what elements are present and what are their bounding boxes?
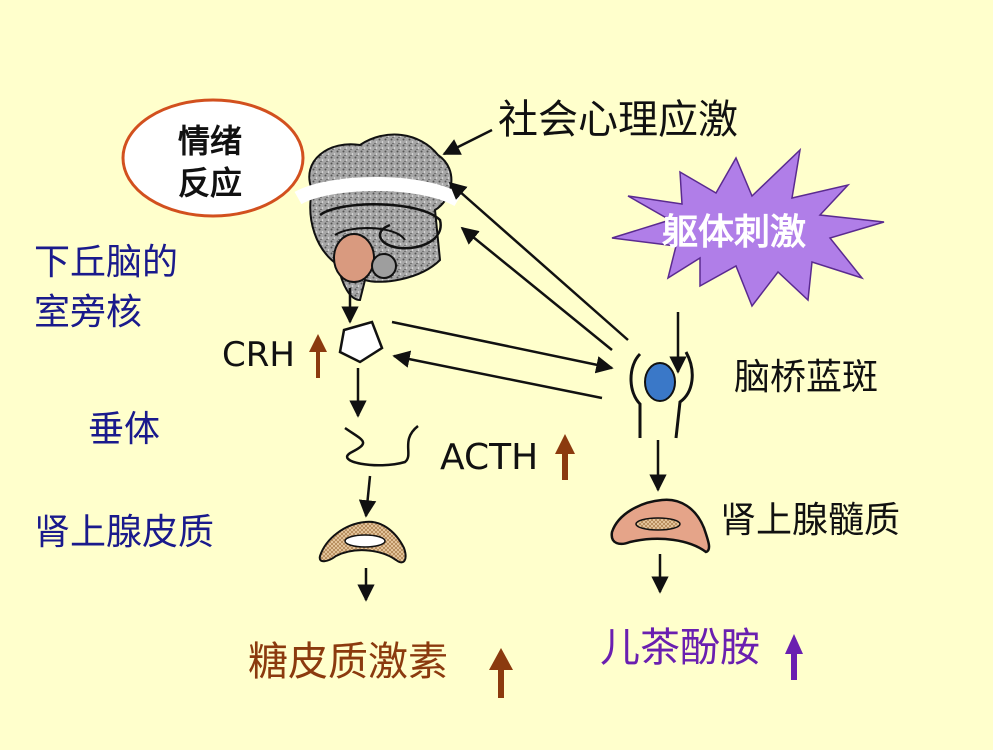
adrenal-medulla-gland (610, 498, 711, 554)
locus-coeruleus-label: 脑桥蓝斑 (734, 357, 879, 398)
emotion-ellipse (121, 98, 305, 218)
crh-label: CRH (222, 335, 295, 375)
psych-stress-label: 社会心理应激 (498, 97, 738, 143)
up-arrow-icon (309, 334, 803, 698)
emotion-label: 情绪 反应 (178, 122, 243, 202)
pvn-label: 下丘脑的 室旁核 (34, 242, 179, 333)
brain-icon (294, 133, 462, 302)
somatic-stimulus-label: 躯体刺激 (662, 212, 807, 253)
adrenal-cortex-gland (318, 520, 407, 564)
starburst-icon (611, 147, 885, 308)
adrenal-cortex-label: 肾上腺皮质 (34, 512, 215, 553)
locus-coeruleus-shape (629, 351, 694, 439)
catecholamine-label: 儿茶酚胺 (600, 625, 760, 671)
connector-arrows (341, 128, 687, 602)
glucocorticoid-label: 糖皮质激素 (248, 639, 448, 685)
pituitary-label: 垂体 (88, 409, 161, 450)
pituitary-shape (344, 425, 419, 467)
acth-label: ACTH (440, 437, 539, 478)
pvn-cell (338, 320, 384, 364)
adrenal-medulla-label: 肾上腺髓质 (720, 500, 901, 541)
